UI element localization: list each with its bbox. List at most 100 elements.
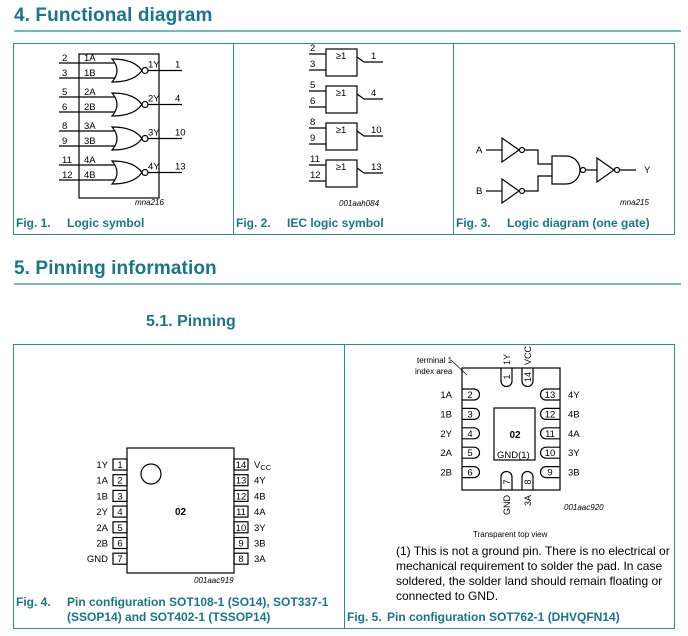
pin-label: 3Y [148, 128, 160, 139]
pin-box [233, 552, 249, 565]
gate-symbol: ≥1 [336, 51, 347, 62]
pin-name: 1B [440, 409, 452, 420]
iec-gate-box [325, 122, 358, 151]
section-rule [14, 30, 681, 32]
pin-number: 12 [62, 170, 73, 181]
pin-number: 9 [547, 468, 552, 479]
pin-number: 9 [238, 539, 243, 550]
pin-number: 3 [310, 59, 315, 70]
negated-output-line [356, 56, 383, 63]
pin-name: VCC [254, 460, 272, 472]
negated-output-line [356, 93, 383, 100]
section-heading-pinning-information: 5. Pinning information [14, 258, 217, 279]
pin-number: 13 [371, 162, 382, 173]
gate-symbol: ≥1 [336, 125, 347, 136]
pin-pad [521, 470, 534, 490]
section-rule [14, 283, 681, 285]
pin-number: 9 [62, 136, 67, 147]
pin-pad [539, 407, 560, 420]
pin-number: 3 [62, 68, 67, 79]
pin-pad [539, 446, 560, 459]
figure-number: Fig. 4. [16, 595, 51, 609]
iec-gate-box [325, 48, 358, 77]
output-label: Y [644, 165, 651, 176]
wire-a [525, 149, 552, 165]
inversion-bubble [518, 187, 526, 195]
figure-caption: Fig. 5.Pin configuration SOT762-1 (DHVQF… [347, 610, 620, 624]
pin-pad [462, 427, 481, 440]
pin-pad [539, 388, 560, 401]
pin-pad [539, 466, 560, 479]
and-gate [551, 155, 581, 185]
pin-number: 11 [310, 154, 320, 165]
chip-label: 02 [175, 507, 187, 518]
symbol-outline [78, 53, 160, 199]
pin-name: 4B [568, 409, 580, 420]
chip-body [461, 367, 561, 491]
pin-name: 1A [440, 390, 452, 401]
pin-number: 13 [545, 390, 556, 401]
pin-number: 14 [236, 460, 247, 471]
pin-box [112, 552, 128, 565]
pin-pad [539, 427, 560, 440]
pin-number: 8 [310, 117, 315, 128]
pin-number: 11 [545, 429, 555, 440]
pin-name: 1A [96, 476, 108, 487]
pin-pad [500, 368, 513, 388]
pin-number: 10 [545, 448, 556, 459]
figure-caption: Fig. 4.Pin configuration SOT108-1 (SO14)… [16, 595, 328, 625]
figure-number: Fig. 3. [456, 216, 491, 230]
pin-number: 2 [467, 390, 472, 401]
inversion-bubble [518, 146, 526, 154]
pin-number: 11 [236, 507, 246, 518]
terminal-index-label: terminal 1 index area [415, 355, 452, 377]
pad-label: GND(1) [497, 450, 530, 461]
pin-number: 10 [236, 523, 247, 534]
pin-number: 2 [310, 43, 315, 54]
figure-caption: Fig. 3.Logic diagram (one gate) [456, 216, 650, 230]
nor-gate [110, 126, 143, 151]
pin-name: 4A [568, 429, 580, 440]
pin-box [233, 489, 249, 502]
pin-number: 1 [117, 460, 122, 471]
pin-name: GND [502, 495, 512, 516]
pin-box [233, 474, 249, 487]
pin-box [112, 505, 128, 518]
pin-box [233, 505, 249, 518]
pin-pad [521, 368, 534, 388]
wire-b [525, 175, 552, 192]
pin-label: 2Y [148, 94, 160, 105]
pin-number: 13 [175, 162, 186, 173]
figure-caption: Fig. 1.Logic symbol [16, 216, 144, 230]
pin-number: 4 [467, 429, 472, 440]
pin-name: 2Y [96, 507, 108, 518]
inverter-b [501, 177, 521, 205]
pin-name: 1Y [96, 460, 108, 471]
figure-note: (1) This is not a ground pin. There is n… [396, 544, 670, 603]
pin-number: 6 [117, 539, 122, 550]
gate-symbol: ≥1 [336, 88, 347, 99]
pin-number: 12 [545, 409, 556, 420]
pin-name: 2B [440, 468, 452, 479]
pin-name: 4Y [568, 390, 580, 401]
pin-name: 4B [254, 491, 266, 502]
inverter-a [501, 136, 521, 164]
section-heading-functional-diagram: 4. Functional diagram [14, 5, 213, 26]
pin-number: 5 [467, 448, 472, 459]
pin-pad [462, 388, 481, 401]
pin-label: 1Y [148, 60, 160, 71]
input-label: B [476, 186, 482, 197]
pin-number: 4 [117, 507, 122, 518]
figure-code: 001aah084 [339, 199, 380, 208]
inversion-bubble [579, 166, 587, 174]
nor-gate [110, 58, 143, 83]
input-label: A [476, 145, 483, 156]
pin1-marker [140, 463, 162, 485]
figure-code: 001aac920 [564, 503, 604, 512]
pin-number: 1 [502, 374, 512, 379]
